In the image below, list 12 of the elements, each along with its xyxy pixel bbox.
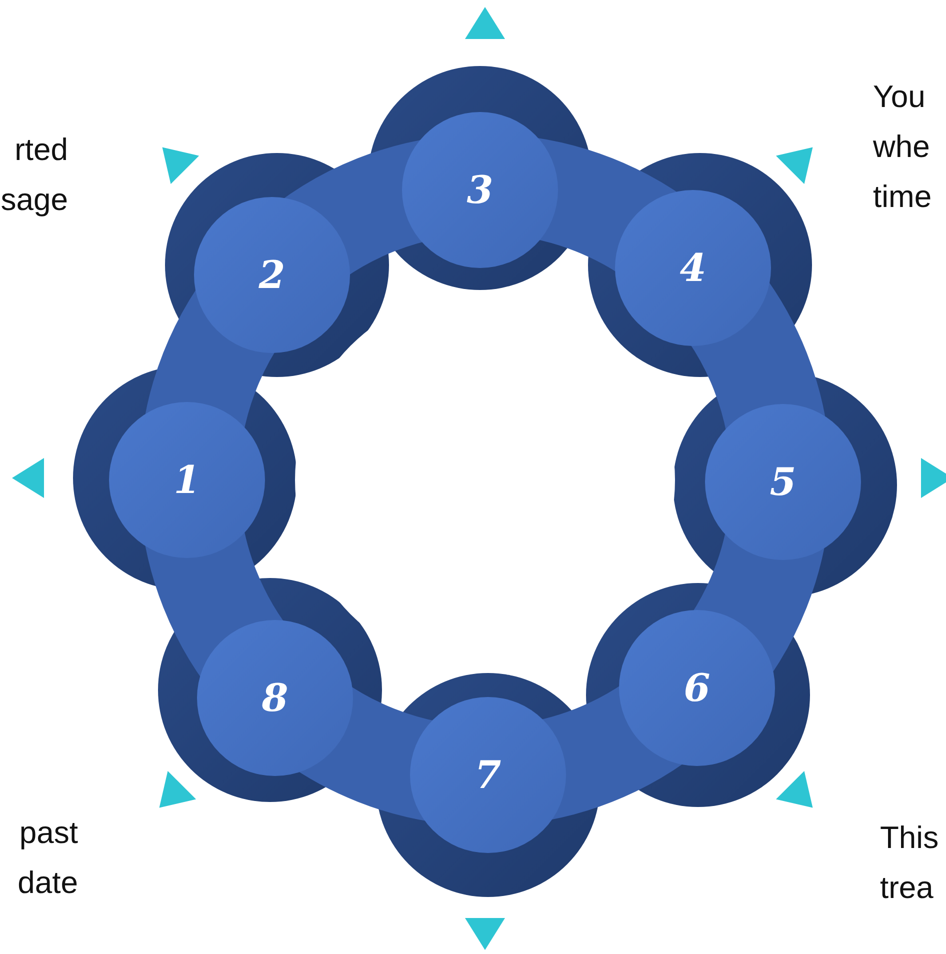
description-text: rted sage <box>0 131 68 219</box>
step-number: 5 <box>770 463 796 501</box>
step-number: 4 <box>680 249 706 287</box>
step-number: 6 <box>684 669 710 707</box>
description-text: You whe time <box>873 78 932 216</box>
step-number: 1 <box>174 461 200 499</box>
description-text: This trea <box>880 819 939 907</box>
step-number: 2 <box>258 256 286 294</box>
description-text: past date <box>18 814 78 902</box>
step-number: 7 <box>474 756 502 794</box>
step-number: 3 <box>466 171 494 209</box>
step-number: 8 <box>262 679 288 717</box>
